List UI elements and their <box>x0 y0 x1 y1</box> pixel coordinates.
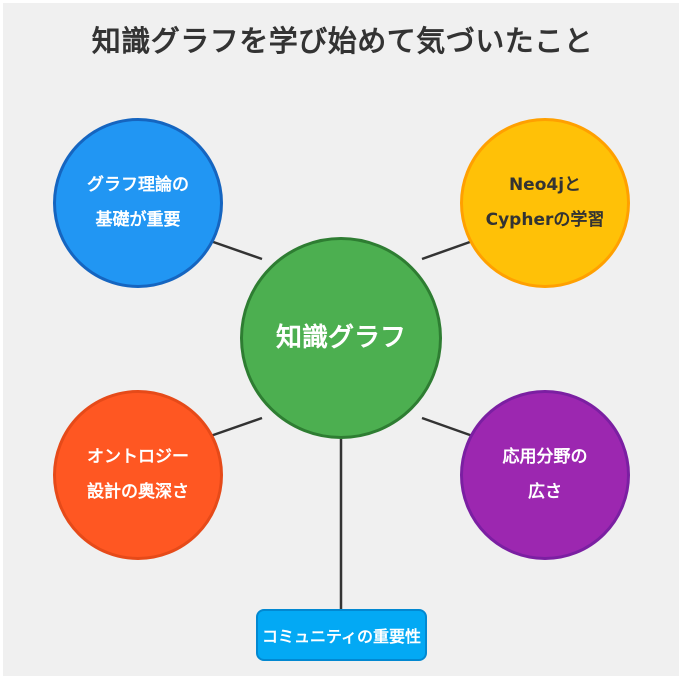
node-graph-theory-line1: グラフ理論の <box>87 175 189 195</box>
node-ontology-line2: 設計の奥深さ <box>87 482 189 502</box>
center-label: 知識グラフ <box>275 323 406 353</box>
diagram-title: 知識グラフを学び始めて気づいたこと <box>91 24 594 58</box>
node-ontology: オントロジー 設計の奥深さ <box>53 390 223 560</box>
node-graph-theory: グラフ理論の 基礎が重要 <box>53 118 223 288</box>
node-community-label: コミュニティの重要性 <box>261 627 422 646</box>
node-neo4j-cypher: Neo4jと Cypherの学習 <box>460 118 630 288</box>
node-ontology-line1: オントロジー <box>87 447 189 467</box>
node-neo4j-cypher-line1: Neo4jと <box>508 175 582 195</box>
node-knowledge-graph-center: 知識グラフ <box>240 237 442 439</box>
node-applications-line1: 応用分野の <box>502 447 588 467</box>
node-applications: 応用分野の 広さ <box>460 390 630 560</box>
node-applications-line2: 広さ <box>528 482 562 502</box>
node-neo4j-cypher-line2: Cypherの学習 <box>485 210 605 230</box>
node-community: コミュニティの重要性 <box>256 609 427 661</box>
node-graph-theory-line2: 基礎が重要 <box>95 210 181 230</box>
